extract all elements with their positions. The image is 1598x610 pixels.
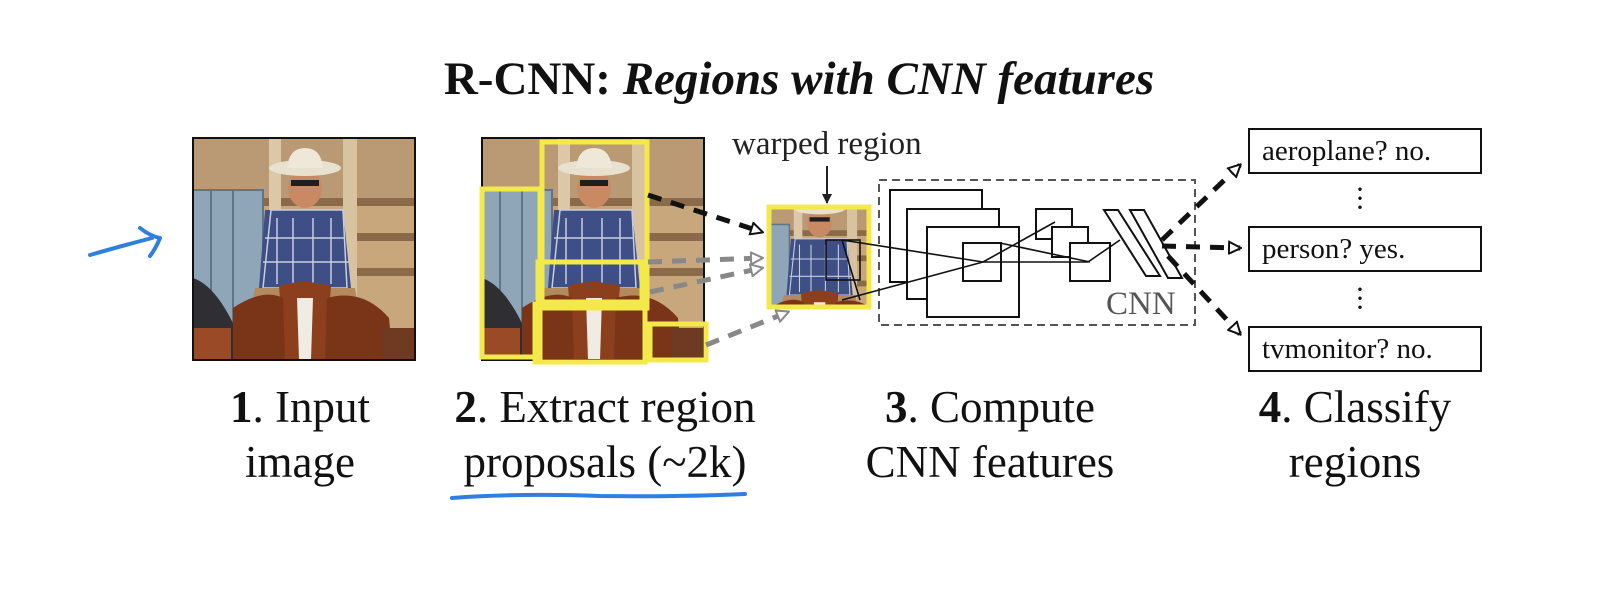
class-box-tvmonitor: tvmonitor? no. — [1248, 326, 1482, 372]
warped-region — [766, 204, 872, 310]
step-3-caption: 3. Compute CNN features — [840, 380, 1140, 490]
diagram-title: R-CNN: Regions with CNN features — [0, 52, 1598, 106]
warped-region-label: warped region — [732, 126, 922, 162]
class-box-person: person? yes. — [1248, 226, 1482, 272]
proposal-arrow — [647, 192, 762, 232]
class-box-aeroplane: aeroplane? no. — [1248, 128, 1482, 174]
proposal-box — [647, 321, 709, 363]
title-main: R-CNN: — [443, 53, 611, 105]
step-line: image — [245, 437, 355, 487]
cnn-label: CNN — [1106, 286, 1176, 322]
step-number: 2 — [454, 382, 477, 432]
vertical-ellipsis-icon: ··· — [1355, 173, 1365, 224]
cnn-connections — [825, 221, 1121, 301]
class-arrow — [1160, 165, 1240, 242]
step-number: 1 — [230, 382, 253, 432]
region-proposals — [479, 139, 709, 365]
step-line: regions — [1288, 437, 1422, 487]
class-arrow — [1161, 246, 1240, 248]
step-line: . Compute — [907, 382, 1096, 432]
step-line: . Input — [252, 382, 371, 432]
step-number: 4 — [1258, 382, 1282, 432]
step-line: . Extract region — [476, 382, 756, 432]
title-subtitle: Regions with CNN features — [622, 53, 1155, 105]
handwritten-arrow-icon — [88, 226, 162, 258]
step-2-caption: 2. Extract region proposals (~2k) — [430, 380, 780, 490]
step-line: proposals (~2k) — [463, 437, 747, 487]
proposal-image — [481, 137, 705, 361]
class-label: person? yes. — [1262, 233, 1406, 265]
proposal-arrow — [649, 268, 762, 295]
class-label: aeroplane? no. — [1262, 135, 1432, 167]
proposal-arrow — [647, 258, 762, 262]
vertical-ellipsis-icon: ··· — [1355, 273, 1365, 324]
class-label: tvmonitor? no. — [1262, 333, 1433, 365]
step-4-caption: 4. Classify regions — [1230, 380, 1480, 490]
step-line: CNN features — [865, 437, 1115, 487]
step-1-caption: 1. Input image — [200, 380, 400, 490]
class-arrow — [1166, 254, 1240, 334]
handwritten-underline — [450, 492, 747, 500]
proposal-arrow — [705, 312, 788, 348]
proposal-box — [532, 301, 648, 365]
step-number: 3 — [885, 382, 908, 432]
step-line: . Classify — [1281, 382, 1452, 432]
cnn-container — [878, 179, 1196, 326]
input-image — [192, 137, 416, 361]
